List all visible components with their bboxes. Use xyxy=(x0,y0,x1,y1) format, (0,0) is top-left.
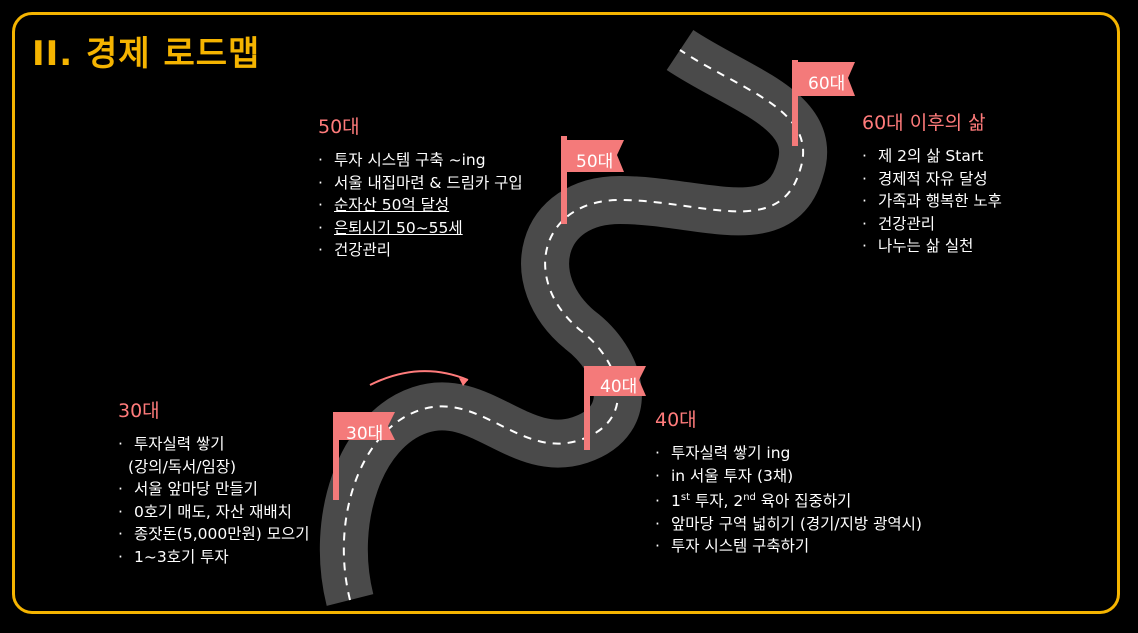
list-item: ·투자실력 쌓기 xyxy=(118,435,225,453)
section-60s-heading: 60대 이후의 삶 xyxy=(862,112,986,134)
flag-50 xyxy=(561,136,624,224)
list-item: ·건강관리 xyxy=(318,241,392,259)
list-item: ·가족과 행복한 노후 xyxy=(862,192,1002,210)
section-40s-heading: 40대 xyxy=(655,409,697,431)
list-item: ·투자 시스템 구축 ~ing xyxy=(318,151,486,169)
flag-30 xyxy=(333,412,395,500)
list-item: ·투자실력 쌓기 ing xyxy=(655,444,791,462)
list-item: (강의/독서/임장) xyxy=(128,457,237,476)
list-item: ·나누는 삶 실천 xyxy=(862,237,974,255)
list-item: ·경제적 자유 달성 xyxy=(862,169,988,188)
list-item: ·건강관리 xyxy=(862,214,936,233)
section-30s: 30대 ·투자실력 쌓기 (강의/독서/임장) ·서울 앞마당 만들기 ·0호기… xyxy=(118,396,309,568)
page-title: II. 경제 로드맵 xyxy=(32,34,261,74)
list-item: ·in 서울 투자 (3채) xyxy=(655,466,794,485)
section-60s: 60대 이후의 삶 ·제 2의 삶 Start ·경제적 자유 달성 ·가족과 … xyxy=(862,108,1002,258)
list-item: ·서울 앞마당 만들기 xyxy=(118,480,258,498)
flag-40-label: 40대 xyxy=(600,377,638,397)
section-40s: 40대 ·투자실력 쌓기 ing ·in 서울 투자 (3채) ·1st 투자,… xyxy=(655,405,922,558)
list-item: ·제 2의 삶 Start xyxy=(862,147,984,165)
flag-40 xyxy=(584,366,646,450)
list-item: ·1~3호기 투자 xyxy=(118,547,229,566)
section-50s: 50대 ·투자 시스템 구축 ~ing ·서울 내집마련 & 드림카 구입 ·순… xyxy=(318,112,523,262)
road-centerline xyxy=(342,49,804,601)
list-item: ·1st 투자, 2nd 육아 집중하기 xyxy=(655,492,852,511)
flag-60 xyxy=(792,60,855,146)
flag-60-label: 60대 xyxy=(808,74,846,94)
section-50s-heading: 50대 xyxy=(318,116,360,138)
slide-frame xyxy=(12,12,1120,614)
list-item: ·순자산 50억 달성 xyxy=(318,196,450,214)
list-item: ·앞마당 구역 넓히기 (경기/지방 광역시) xyxy=(655,514,922,533)
flag-50-label: 50대 xyxy=(576,152,614,172)
list-item: ·0호기 매도, 자산 재배치 xyxy=(118,502,292,521)
direction-arrow xyxy=(369,370,469,386)
section-30s-heading: 30대 xyxy=(118,400,160,422)
list-item: ·서울 내집마련 & 드림카 구입 xyxy=(318,173,523,192)
flag-30-label: 30대 xyxy=(346,424,384,444)
list-item: ·투자 시스템 구축하기 xyxy=(655,537,810,556)
list-item: ·은퇴시기 50~55세 xyxy=(318,218,463,237)
list-item: ·종잣돈(5,000만원) 모으기 xyxy=(118,525,310,543)
